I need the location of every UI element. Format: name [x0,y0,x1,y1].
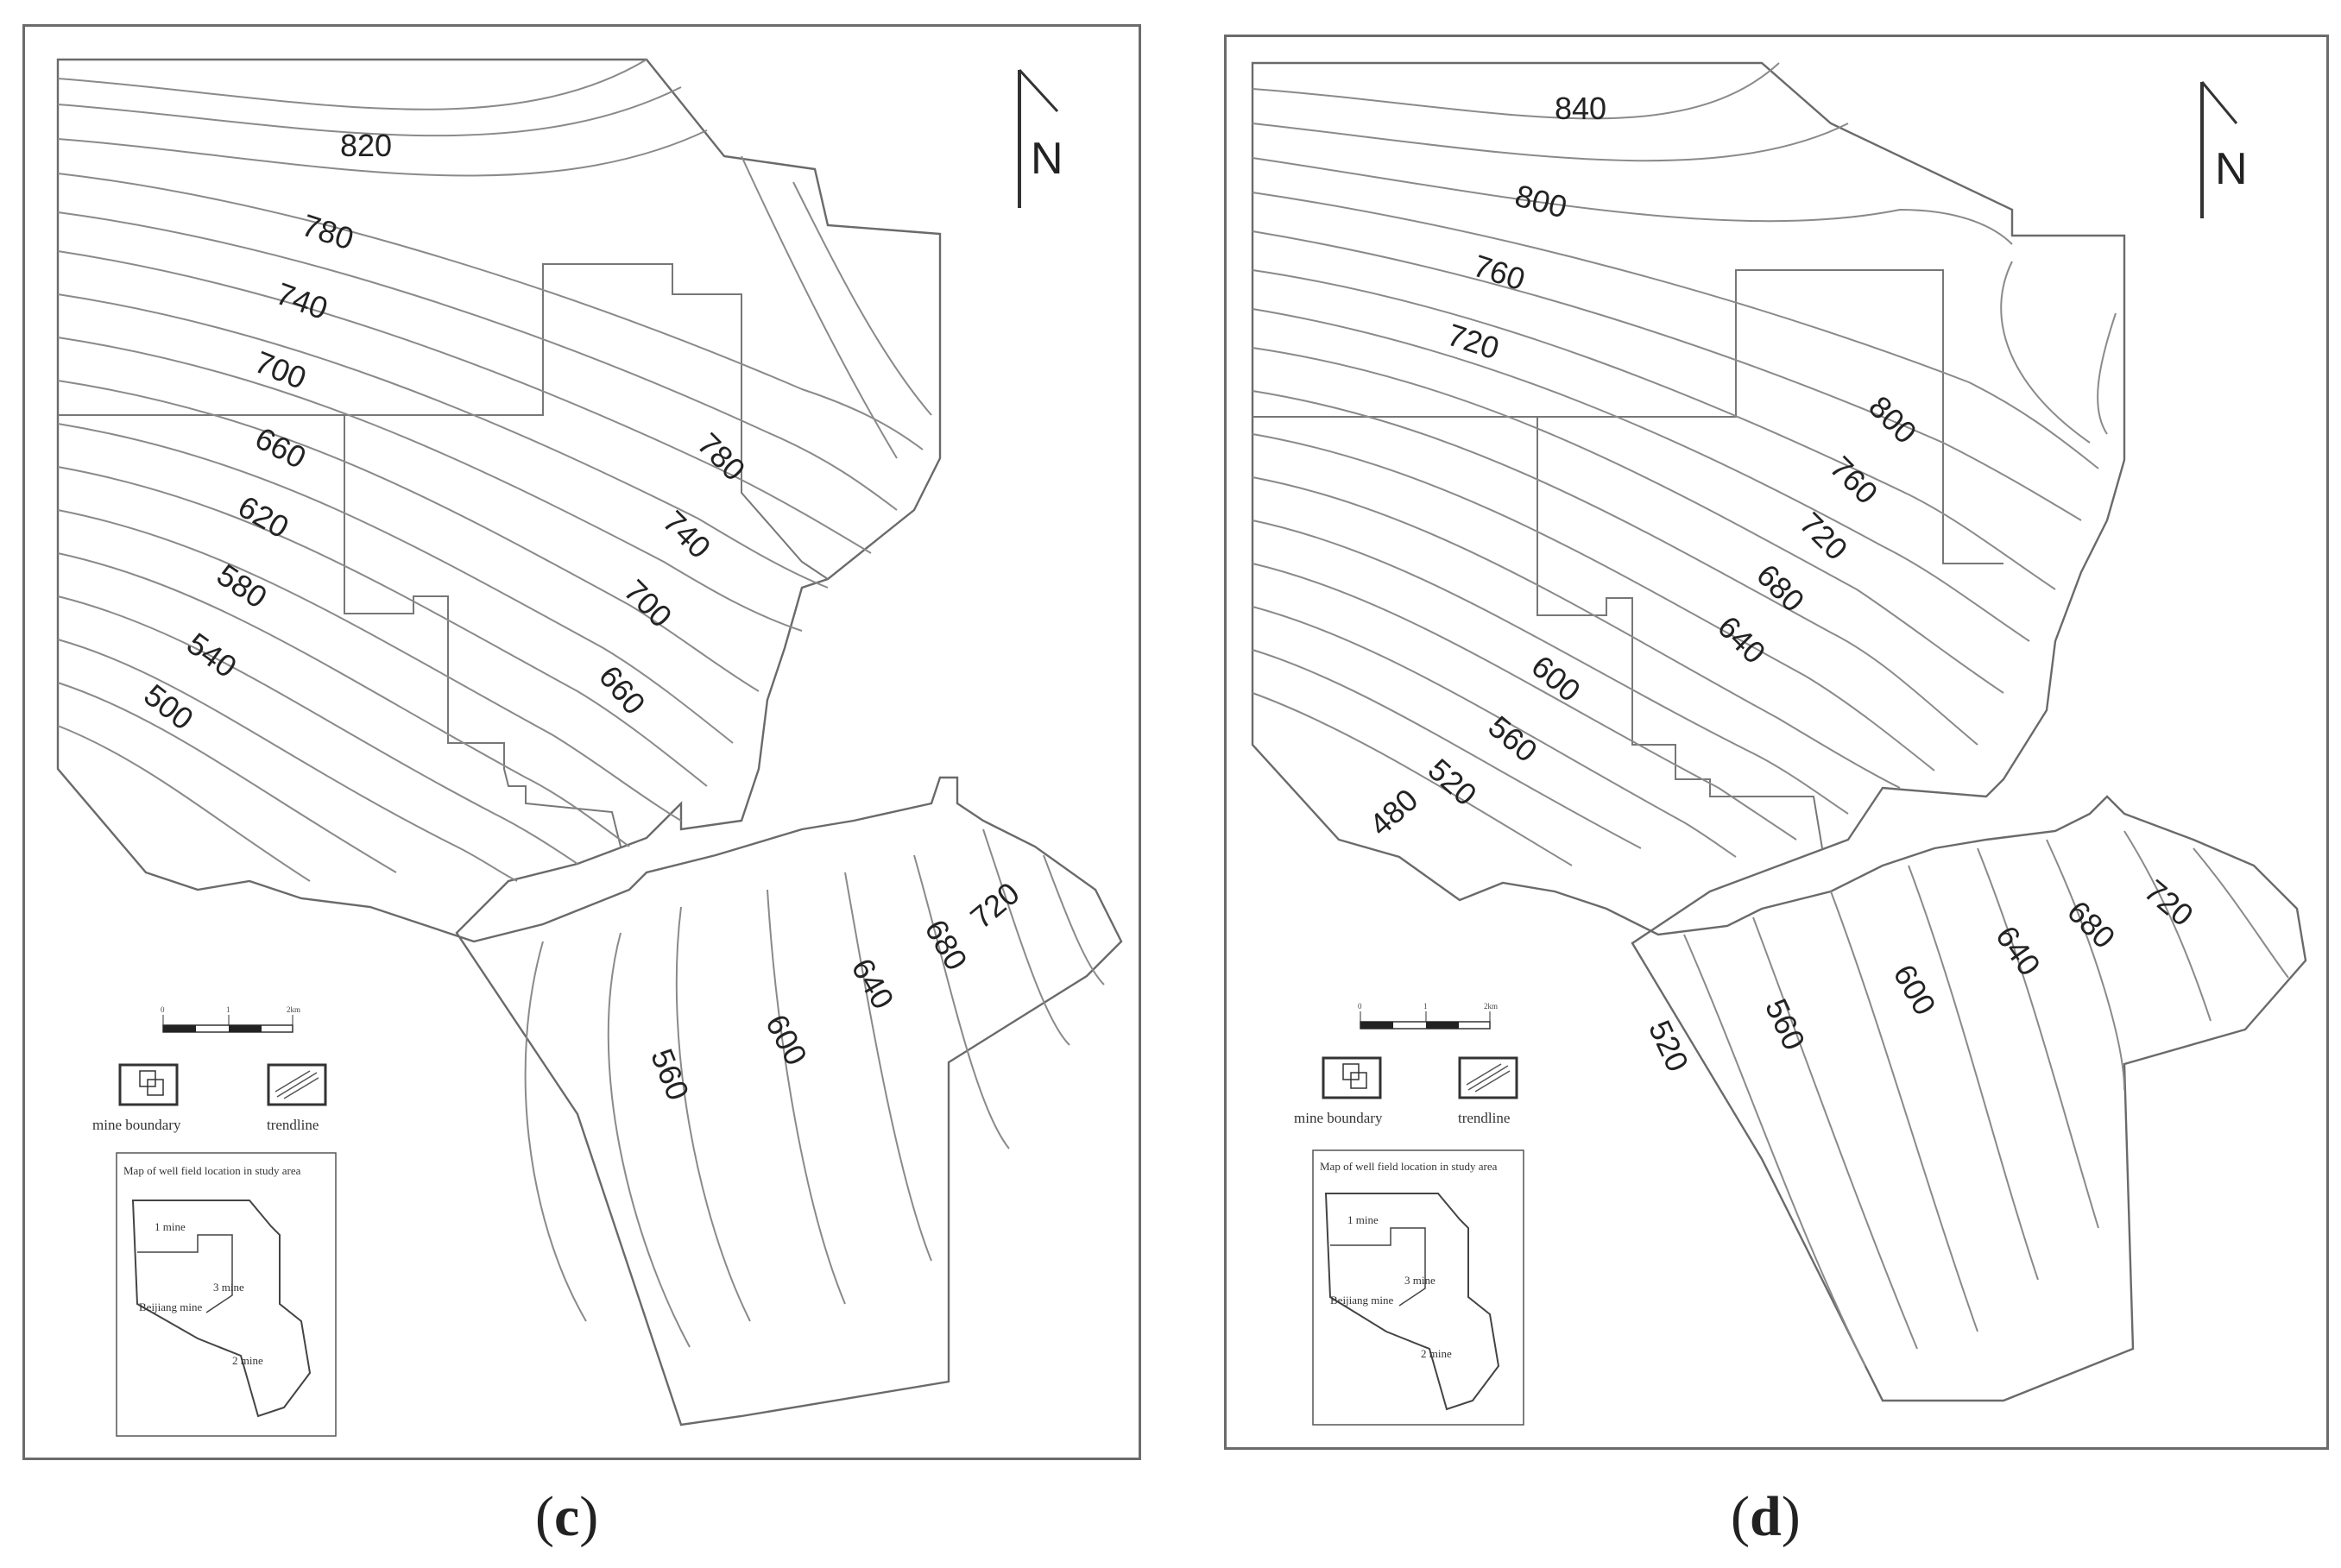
contour-label: 680 [918,914,975,977]
inset-title: Map of well field location in study area [123,1164,301,1177]
contour-label: 720 [1793,506,1854,567]
contour-label: 840 [1555,91,1606,126]
mine-boundary-1 [1253,269,2003,564]
contour-label: 520 [1642,1015,1696,1077]
contour-label: 740 [272,275,332,326]
caption-c: (c) [535,1485,599,1548]
scale-bar: 0 1 2km [161,1005,300,1033]
inset-map: Map of well field location in study area… [1312,1149,1524,1426]
contour-map-d: 840 800 760 720 800 760 720 680 640 600 … [1251,61,2307,1426]
contour-label: 640 [1711,609,1772,671]
contour-label: 660 [592,658,653,721]
svg-text:0: 0 [1358,1002,1362,1011]
legend: mine boundary trendline [1294,1056,1518,1126]
contour-label: 780 [691,426,752,488]
legend: mine boundary trendline [92,1063,327,1133]
svg-text:2km: 2km [287,1005,300,1014]
contour-label: 520 [1422,752,1484,813]
inset-title: Map of well field location in study area [1320,1160,1498,1173]
contour-labels-c: 820 780 740 700 660 620 580 540 500 780 … [137,128,1025,1105]
north-label: N [2215,144,2248,194]
svg-text:2km: 2km [1484,1002,1498,1011]
svg-text:Beijiang mine: Beijiang mine [1330,1294,1394,1307]
north-arrow-icon: N [2200,81,2248,218]
contour-label: 600 [1524,648,1587,708]
contour-label: 480 [1362,782,1424,843]
contour-label: 760 [1469,248,1530,298]
contour-label: 640 [844,953,901,1016]
contour-label: 580 [211,557,274,615]
contour-label: 720 [1443,317,1504,367]
legend-mine-boundary: mine boundary [92,1117,181,1133]
svg-text:1: 1 [226,1005,230,1014]
contour-label: 800 [1862,389,1923,450]
contour-label: 700 [617,573,678,634]
contour-label: 800 [1511,178,1571,225]
svg-text:3 mine: 3 mine [1404,1274,1436,1287]
contour-lines-d [1252,62,2289,1367]
contour-label: 560 [1758,993,1813,1055]
svg-text:1: 1 [1423,1002,1428,1011]
scale-bar: 0 1 2km [1358,1002,1498,1030]
contour-label: 720 [2137,872,2199,933]
svg-text:1 mine: 1 mine [155,1220,186,1233]
contour-lines-c [57,59,1105,1348]
contour-label: 720 [963,875,1025,935]
caption-d: (d) [1731,1485,1801,1548]
trendline-symbol-icon [1458,1056,1518,1099]
svg-text:2 mine: 2 mine [232,1354,263,1367]
contour-label: 740 [656,504,717,565]
study-area-boundary [1251,61,2307,1402]
contour-label: 780 [298,207,358,257]
contour-label: 640 [1989,919,2048,982]
legend-trendline: trendline [1458,1110,1510,1126]
svg-text:1 mine: 1 mine [1347,1213,1379,1226]
inset-map: Map of well field location in study area… [116,1152,337,1437]
legend-trendline: trendline [267,1117,319,1133]
contour-label: 820 [340,128,392,163]
map-panel-c: 820 780 740 700 660 620 580 540 500 780 … [22,24,1141,1460]
contour-label: 560 [1481,708,1543,769]
contour-label: 560 [644,1044,697,1105]
contour-label: 600 [759,1009,814,1071]
contour-label: 600 [1886,959,1943,1022]
contour-label: 660 [249,420,312,475]
svg-text:0: 0 [161,1005,165,1014]
contour-labels-d: 840 800 760 720 800 760 720 680 640 600 … [1362,91,2200,1077]
svg-text:3 mine: 3 mine [213,1281,244,1294]
north-label: N [1031,134,1063,184]
map-panel-d: 840 800 760 720 800 760 720 680 640 600 … [1224,35,2329,1450]
contour-label: 500 [137,677,200,736]
mine-boundary-3 [1536,417,1823,849]
north-arrow-icon: N [1018,68,1063,208]
contour-label: 540 [180,626,243,684]
contour-label: 620 [232,488,295,545]
legend-mine-boundary: mine boundary [1294,1110,1383,1126]
contour-label: 680 [1750,557,1811,619]
mine-boundary-3 [344,415,622,847]
contour-map-c: 820 780 740 700 660 620 580 540 500 780 … [56,58,1123,1437]
svg-text:Beijiang mine: Beijiang mine [139,1300,203,1313]
contour-label: 680 [2060,894,2122,955]
mine-boundary-1 [58,263,829,580]
svg-text:2 mine: 2 mine [1421,1347,1452,1360]
